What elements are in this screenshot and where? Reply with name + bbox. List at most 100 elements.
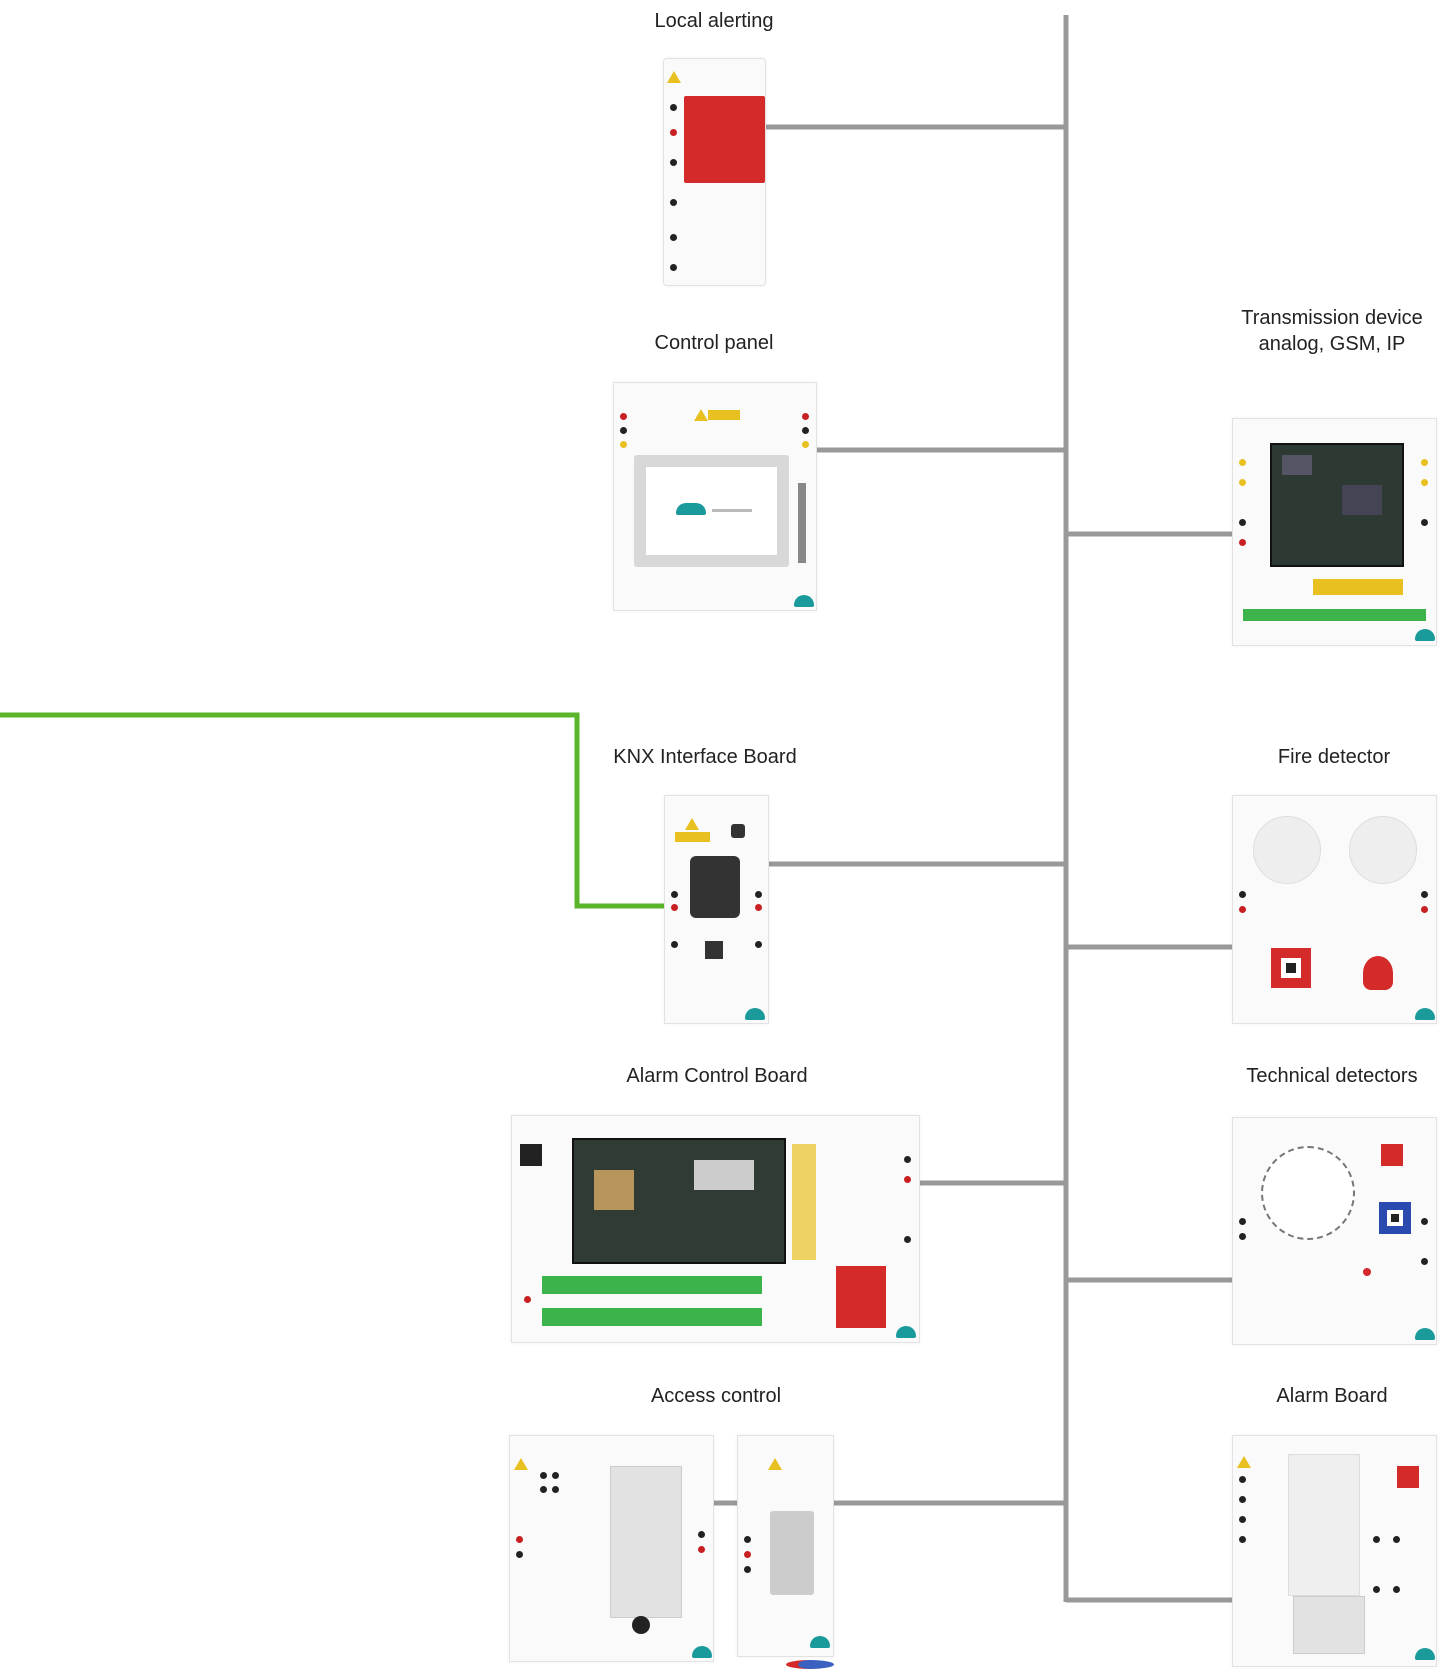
transmission-device — [1232, 418, 1437, 646]
warning-icon — [1237, 1456, 1251, 1468]
power-connector — [520, 1144, 542, 1166]
terminal — [1421, 479, 1428, 486]
warning-sign — [675, 832, 710, 842]
terminal — [1239, 1476, 1246, 1483]
yellow-terminal-block — [1313, 579, 1403, 595]
terminal — [744, 1551, 751, 1558]
siren-red-band — [684, 96, 765, 183]
terminal — [904, 1176, 911, 1183]
alarm-pcb — [572, 1138, 786, 1264]
warning-icon — [514, 1458, 528, 1470]
terminal — [1239, 519, 1246, 526]
knx-connector — [705, 941, 723, 959]
green-terminal-row-bottom — [542, 1308, 762, 1326]
terminal — [1421, 906, 1428, 913]
label-transmission-line2: analog, GSM, IP — [1258, 333, 1406, 355]
fire-extinguisher-icon — [1363, 956, 1393, 990]
access-control-keypad-board — [737, 1435, 834, 1657]
red-terminal-block — [836, 1266, 886, 1328]
label-alarm-board: Alarm Board — [1276, 1385, 1388, 1407]
terminal — [1239, 1218, 1246, 1225]
terminal — [1393, 1536, 1400, 1543]
local-alerting-device — [663, 58, 766, 286]
terminal — [670, 159, 677, 166]
terminal — [620, 441, 627, 448]
terminal — [1393, 1586, 1400, 1593]
warning-icon — [768, 1458, 782, 1470]
terminal — [516, 1551, 523, 1558]
brand-logo-icon — [745, 1008, 765, 1020]
knx-module — [690, 856, 740, 918]
terminal — [671, 941, 678, 948]
terminal — [698, 1531, 705, 1538]
terminal — [670, 199, 677, 206]
brand-logo-icon — [896, 1326, 916, 1338]
rfid-key-tag-icon — [786, 1660, 834, 1669]
connector-strip — [798, 483, 806, 563]
fire-detector-board — [1232, 795, 1437, 1024]
terminal — [540, 1472, 547, 1479]
motion-sensor — [1288, 1454, 1360, 1596]
terminal — [802, 441, 809, 448]
terminal — [1421, 1258, 1428, 1265]
red-sensor — [1381, 1144, 1403, 1166]
warning-icon — [667, 71, 681, 83]
terminal — [1239, 1233, 1246, 1240]
brand-logo-icon — [1415, 629, 1435, 641]
terminal — [904, 1156, 911, 1163]
terminal — [552, 1472, 559, 1479]
terminal — [1239, 891, 1246, 898]
terminal — [1239, 459, 1246, 466]
warning-icon — [694, 409, 708, 421]
terminal — [1421, 1218, 1428, 1225]
terminal — [1373, 1586, 1380, 1593]
technical-detectors-board — [1232, 1117, 1437, 1345]
terminal — [755, 941, 762, 948]
terminal — [670, 234, 677, 241]
keypad — [770, 1511, 814, 1595]
access-control-lock-board — [509, 1435, 714, 1662]
terminal — [744, 1566, 751, 1573]
warning-sign — [708, 410, 740, 420]
brand-logo-icon — [692, 1646, 712, 1658]
label-control-panel: Control panel — [654, 332, 774, 354]
terminal — [1421, 459, 1428, 466]
terminal — [670, 104, 677, 111]
terminal — [1239, 1516, 1246, 1523]
brand-logo-icon — [676, 503, 706, 515]
terminal — [524, 1296, 531, 1303]
brand-logo-icon — [810, 1636, 830, 1648]
terminal — [698, 1546, 705, 1553]
smoke-detector-right — [1349, 816, 1417, 884]
label-knx-interface: KNX Interface Board — [613, 746, 797, 768]
terminal — [1239, 479, 1246, 486]
door-lock — [610, 1466, 682, 1618]
terminal — [1421, 891, 1428, 898]
red-indicator-dot — [1363, 1268, 1371, 1276]
terminal — [802, 427, 809, 434]
terminal — [1373, 1536, 1380, 1543]
terminal — [744, 1536, 751, 1543]
control-unit — [1293, 1596, 1365, 1654]
control-panel-device — [613, 382, 817, 611]
terminal — [1239, 539, 1246, 546]
terminal — [516, 1536, 523, 1543]
terminal — [1421, 519, 1428, 526]
knx-interface-board — [664, 795, 769, 1024]
touch-screen — [634, 455, 789, 567]
fire-button — [1271, 948, 1311, 988]
brand-logo-icon — [1415, 1008, 1435, 1020]
label-access-control: Access control — [650, 1385, 782, 1407]
label-transmission-line1: Transmission device — [1241, 307, 1423, 329]
terminal — [540, 1486, 547, 1493]
alarm-control-board — [511, 1115, 920, 1343]
brand-logo-icon — [1415, 1648, 1435, 1660]
terminal — [1239, 1496, 1246, 1503]
terminal — [671, 891, 678, 898]
green-terminal-row-top — [542, 1276, 762, 1294]
terminal — [620, 427, 627, 434]
label-technical-detectors: Technical detectors — [1246, 1065, 1418, 1087]
green-terminal-strip — [1243, 609, 1426, 621]
blue-sensor — [1379, 1202, 1411, 1234]
